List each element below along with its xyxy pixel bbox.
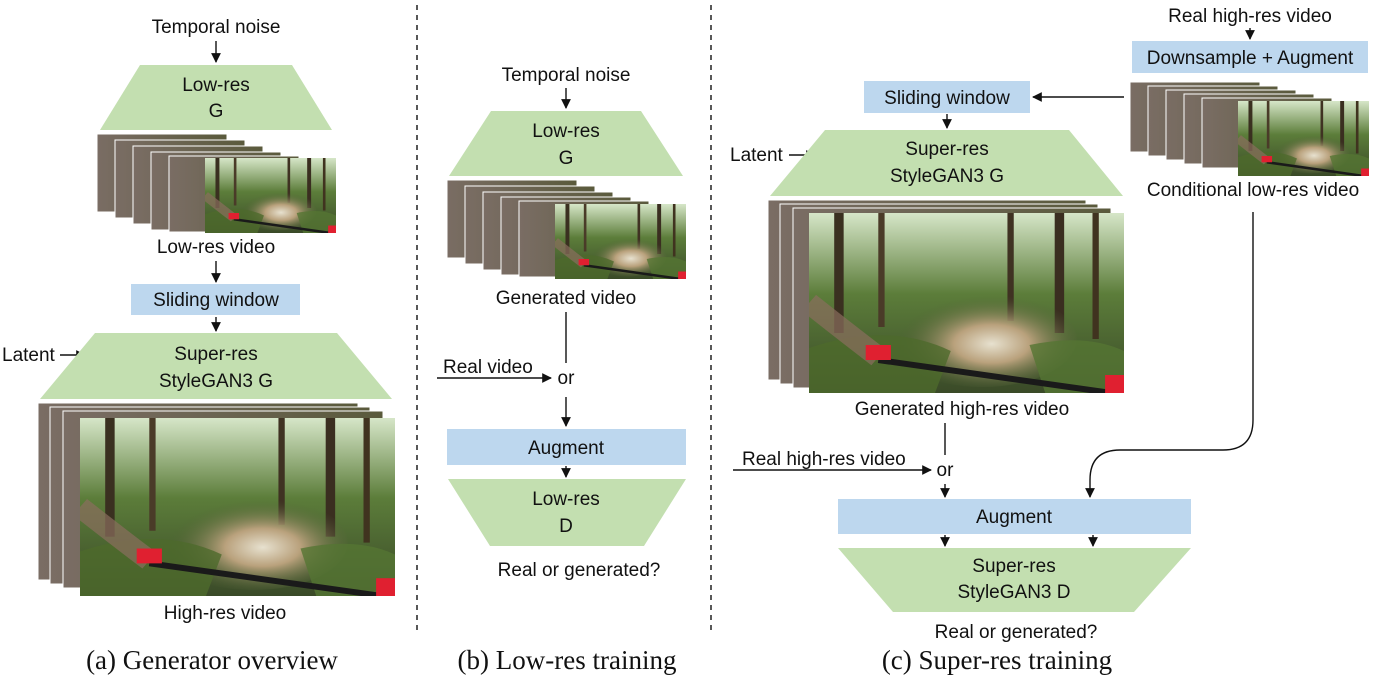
panel-c: Real high-res video Downsample + Augment… <box>730 6 1369 675</box>
temporal-noise-label: Temporal noise <box>502 65 631 86</box>
superres-g-label-line1: Super-res <box>905 139 988 160</box>
lowres-generator-block <box>449 111 683 176</box>
generated-highres-label: Generated high-res video <box>855 399 1069 420</box>
superres-g-label-line2: StyleGAN3 G <box>890 166 1004 187</box>
augment-block <box>838 499 1191 534</box>
generated-highres-video-frame-stack-icon <box>767 199 1124 393</box>
lowres-generator-block <box>100 65 332 130</box>
conditional-lowres-label: Conditional low-res video <box>1147 180 1359 201</box>
lowres-discriminator-block <box>448 479 686 546</box>
panel-a: Temporal noise Low-res G Low-res video S… <box>2 17 395 675</box>
conditional-lowres-video-frame-stack-icon <box>1129 81 1369 176</box>
lowres-g-label-line2: G <box>209 101 224 122</box>
sliding-window-block <box>864 81 1030 113</box>
sliding-window-block <box>131 284 300 315</box>
or-label: or <box>558 368 576 389</box>
sliding-window-label: Sliding window <box>153 290 279 311</box>
or-label: or <box>937 460 955 481</box>
downsample-augment-block <box>1132 41 1368 73</box>
lowres-d-label-line1: Low-res <box>532 489 600 510</box>
superres-discriminator-block <box>838 548 1191 612</box>
lowres-video-label: Low-res video <box>157 237 275 258</box>
latent-label: Latent <box>2 345 56 366</box>
highres-video-frame-stack-icon <box>37 402 395 596</box>
real-or-generated-label: Real or generated? <box>498 560 661 581</box>
panel-b: Temporal noise Low-res G Generated video… <box>437 65 686 675</box>
generated-video-label: Generated video <box>496 288 637 309</box>
real-video-label: Real video <box>443 357 533 378</box>
highres-video-label: High-res video <box>164 603 287 624</box>
superres-d-label-line2: StyleGAN3 D <box>958 582 1071 603</box>
superres-d-label-line1: Super-res <box>972 556 1055 577</box>
lowres-g-label-line1: Low-res <box>532 121 600 142</box>
latent-label: Latent <box>730 145 784 166</box>
caption-a: (a) Generator overview <box>86 645 338 675</box>
real-or-generated-label: Real or generated? <box>935 622 1098 643</box>
temporal-noise-label: Temporal noise <box>152 17 281 38</box>
superres-generator-block <box>770 130 1123 196</box>
augment-label: Augment <box>976 507 1053 528</box>
real-highres-video-top-label: Real high-res video <box>1168 6 1332 27</box>
downsample-augment-label: Downsample + Augment <box>1147 48 1354 69</box>
superres-g-label-line1: Super-res <box>174 344 257 365</box>
caption-c: (c) Super-res training <box>882 645 1112 675</box>
sliding-window-label: Sliding window <box>884 88 1010 109</box>
augment-block <box>447 429 686 465</box>
augment-label: Augment <box>528 438 605 459</box>
superres-generator-block <box>40 333 392 399</box>
superres-g-label-line2: StyleGAN3 G <box>159 371 273 392</box>
lowres-video-frame-stack-icon <box>96 133 336 233</box>
lowres-g-label-line1: Low-res <box>182 75 250 96</box>
lowres-g-label-line2: G <box>559 148 574 169</box>
lowres-d-label-line2: D <box>559 516 573 537</box>
conditional-input-arrow-icon <box>1085 212 1254 498</box>
caption-b: (b) Low-res training <box>458 645 677 675</box>
generated-video-frame-stack-icon <box>446 179 686 279</box>
real-highres-video-label: Real high-res video <box>742 449 906 470</box>
